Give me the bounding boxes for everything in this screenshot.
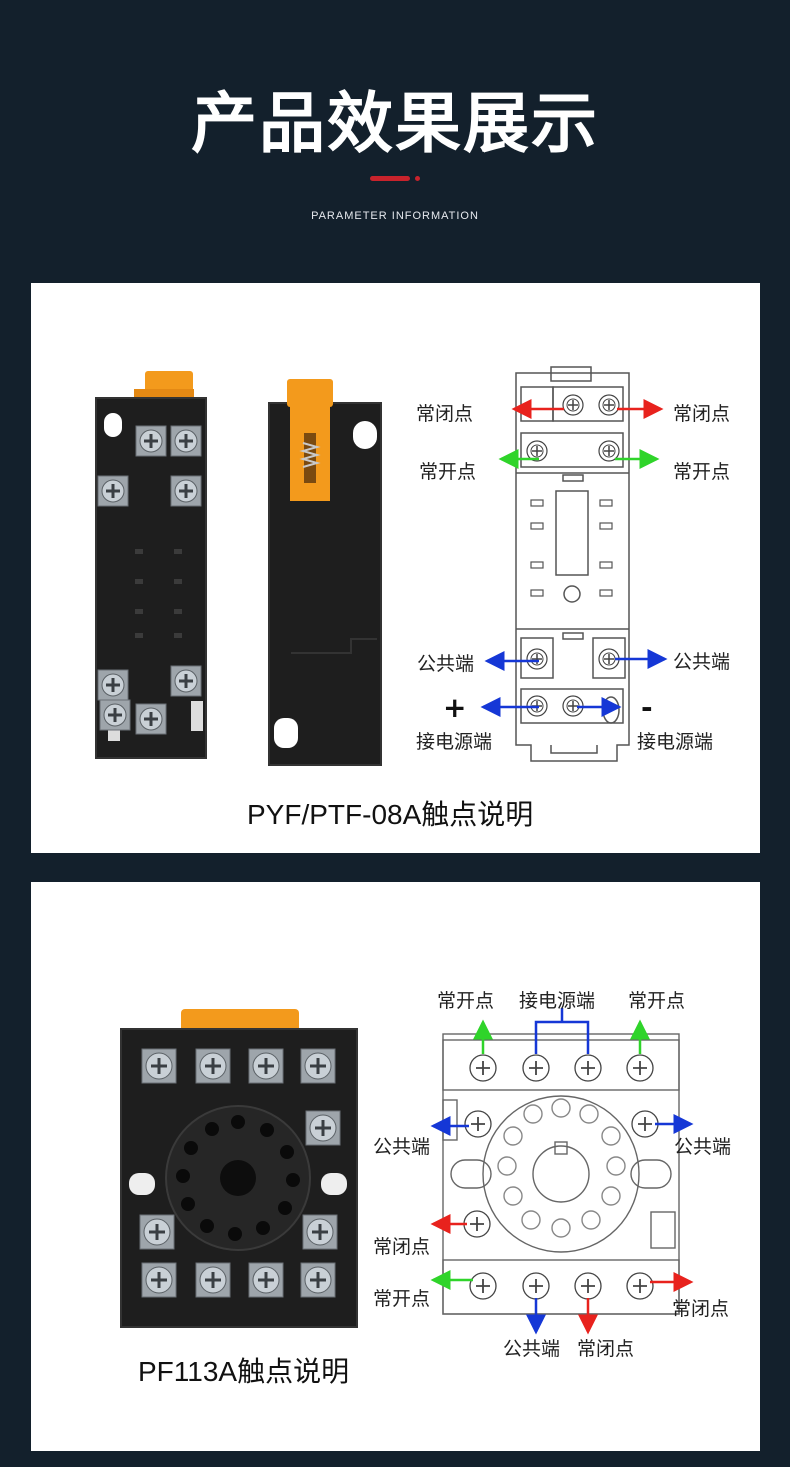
label-no-left-bottom: 常开点 [373,1288,431,1310]
label-nc-right-bottom: 常闭点 [672,1298,730,1320]
label-com-right: 公共端 [673,651,731,673]
label-top-no-right: 常开点 [628,990,686,1012]
page-subtitle: PARAMETER INFORMATION [311,210,479,222]
label-top-no-left: 常开点 [437,990,495,1012]
label-com-left: 公共端 [417,653,475,675]
relay-socket-side-image [268,379,382,766]
label-com-right: 公共端 [674,1136,732,1158]
label-no-left: 常开点 [419,461,477,483]
panel-pf113a: 常开点 接电源端 常开点 公共端 公共端 常闭点 常开点 常闭点 公共端 常闭点… [31,882,760,1451]
label-com-left: 公共端 [373,1136,431,1158]
label-nc-right: 常闭点 [673,403,731,425]
panel-pyf-08a: 常闭点 常闭点 常开点 常开点 公共端 公共端 + - 接电源端 接电源端 PY… [31,283,760,853]
page-title: 产品效果展示 [191,85,599,162]
panel1-caption: PYF/PTF-08A触点说明 [247,799,534,830]
label-minus: - [641,691,653,724]
panel2-graphics [120,1008,694,1335]
label-bottom-nc: 常闭点 [577,1338,635,1360]
label-power-right: 接电源端 [637,731,714,753]
label-nc-left: 常闭点 [373,1236,431,1258]
label-no-right: 常开点 [673,461,731,483]
label-plus: + [443,691,467,724]
panel1-graphics [95,366,668,766]
label-nc-left: 常闭点 [416,403,474,425]
relay-socket-11pin-image [120,1009,358,1328]
label-power-left: 接电源端 [416,731,493,753]
label-bottom-com: 公共端 [503,1338,561,1360]
panel2-caption: PF113A触点说明 [138,1356,350,1387]
label-top-power: 接电源端 [519,990,596,1012]
relay-socket-front-image [95,371,207,759]
